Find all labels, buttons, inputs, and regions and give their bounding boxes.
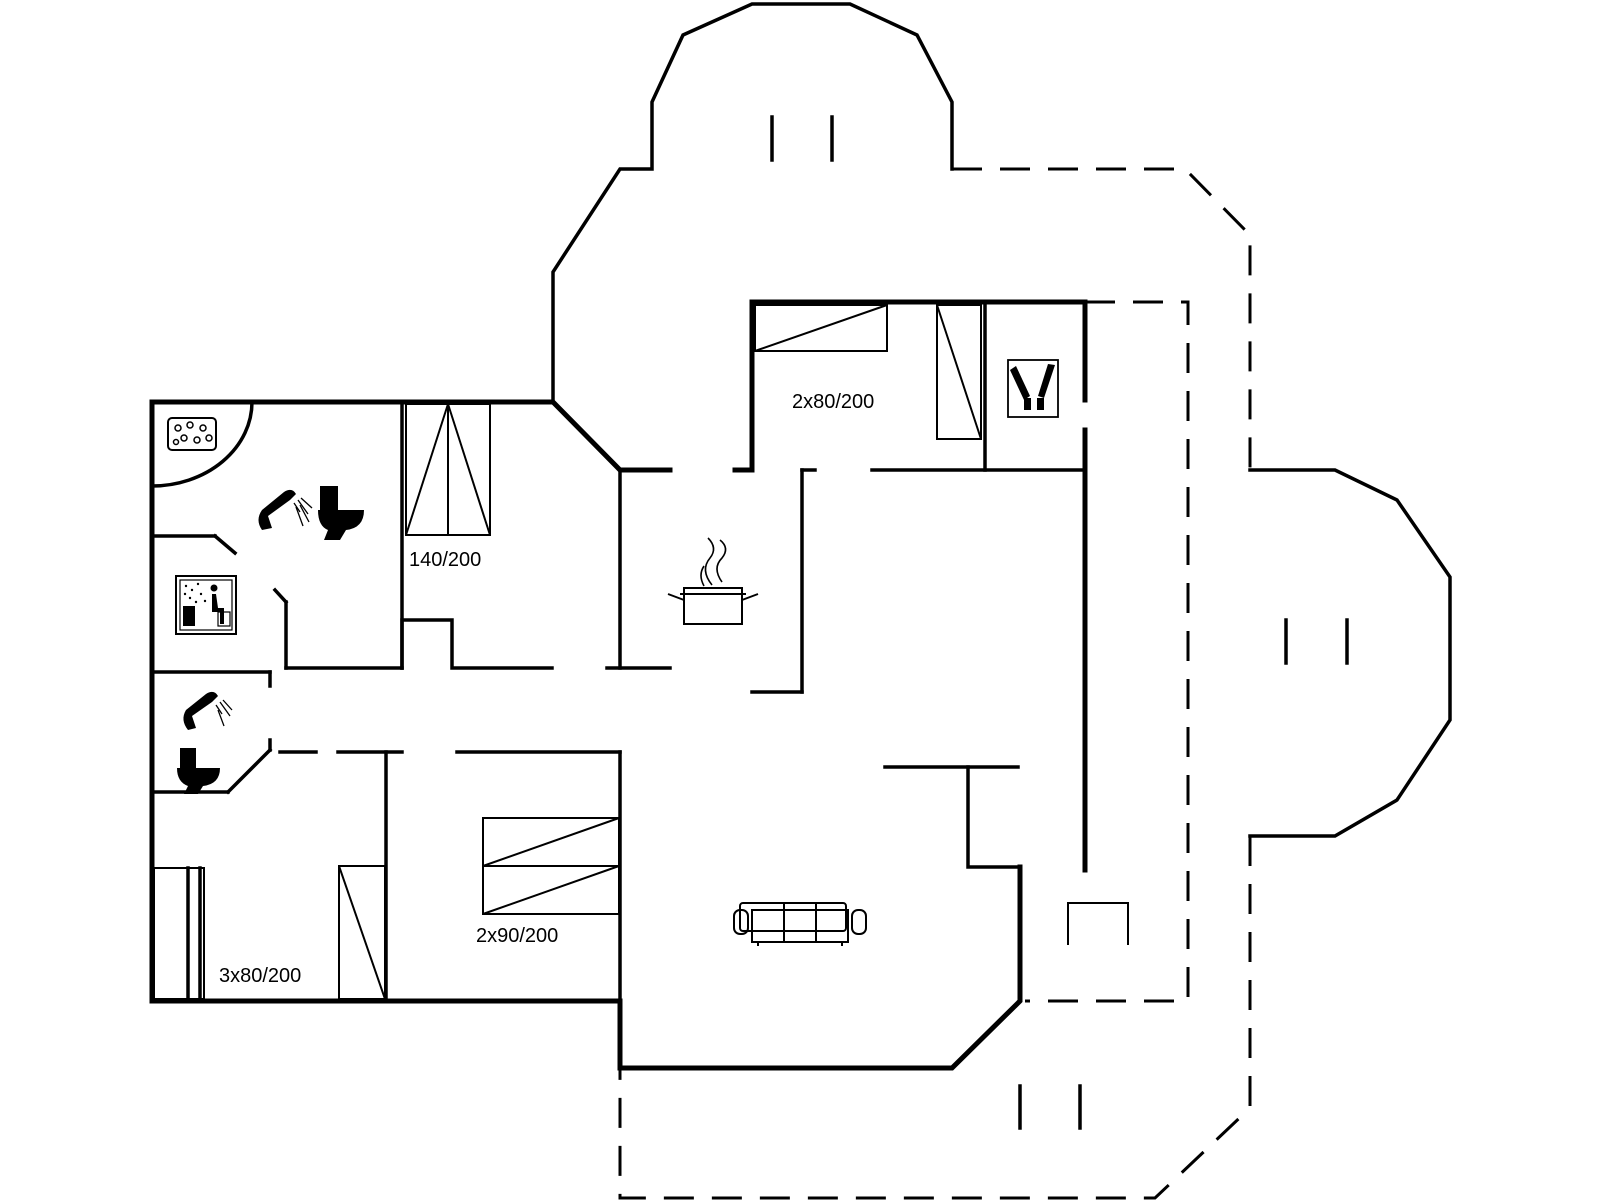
double-bed [405, 403, 491, 536]
whirlpool-enclosure [150, 400, 254, 488]
interior-walls [150, 300, 1087, 1003]
utility-table [1067, 902, 1129, 945]
terrace-outline-bottom [1018, 1084, 1082, 1130]
bed-label-140-200: 140/200 [409, 549, 481, 571]
triple-bed-bottom [153, 865, 386, 1001]
toilet-icon [318, 486, 364, 540]
shower-icon [258, 489, 313, 530]
bed-labels: 140/200 2x80/200 2x90/200 3x80/200 [219, 391, 874, 987]
twin-bed-top [754, 304, 982, 440]
twin-bed-middle [482, 817, 620, 915]
whirlpool-icon [167, 417, 217, 451]
shower-icon-lower [183, 691, 233, 730]
toilet-icon-lower [177, 748, 220, 794]
bed-label-3x80-200: 3x80/200 [219, 965, 301, 987]
utility-brushes-icon [1007, 359, 1059, 418]
kitchen-pot-icon [667, 537, 759, 625]
terrace-outline-top [551, 2, 1252, 470]
sofa-icon [733, 902, 867, 946]
furniture [150, 304, 1129, 1001]
terrace-outline-right [618, 468, 1452, 1200]
bed-label-2x80-200: 2x80/200 [792, 391, 874, 413]
sauna-icon [175, 575, 237, 635]
bed-label-2x90-200: 2x90/200 [476, 925, 558, 947]
